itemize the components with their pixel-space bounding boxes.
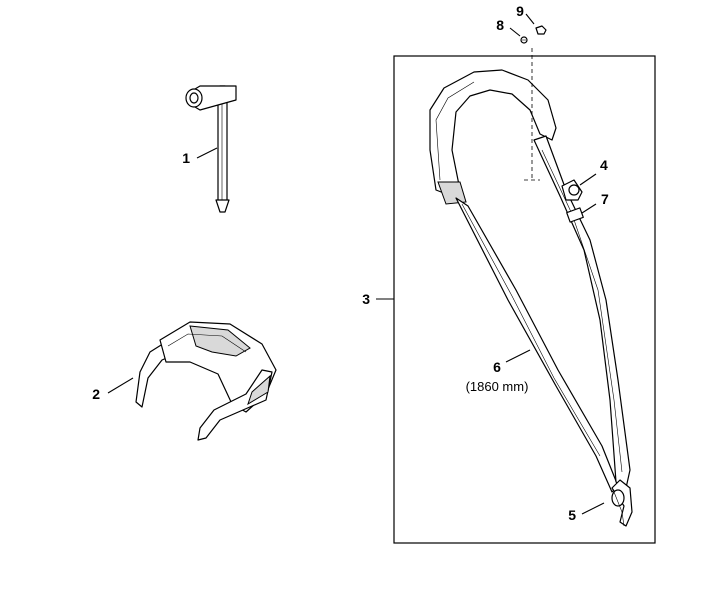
callout-1: 1 bbox=[182, 150, 190, 166]
harness-strap bbox=[429, 48, 631, 493]
callout-5: 5 bbox=[568, 507, 576, 523]
callout-8: 8 bbox=[496, 17, 504, 33]
callout-3: 3 bbox=[362, 291, 370, 307]
nut bbox=[535, 25, 547, 35]
callout-7: 7 bbox=[601, 191, 609, 207]
callout-4: 4 bbox=[600, 157, 608, 173]
strap-length-note: (1860 mm) bbox=[466, 379, 529, 394]
callout-2: 2 bbox=[92, 386, 100, 402]
callout-9: 9 bbox=[516, 3, 524, 19]
carabiner bbox=[611, 479, 633, 527]
screw bbox=[520, 36, 528, 44]
callout-6: 6 bbox=[493, 359, 501, 375]
combination-wrench bbox=[185, 85, 237, 213]
safety-glasses bbox=[135, 321, 277, 441]
